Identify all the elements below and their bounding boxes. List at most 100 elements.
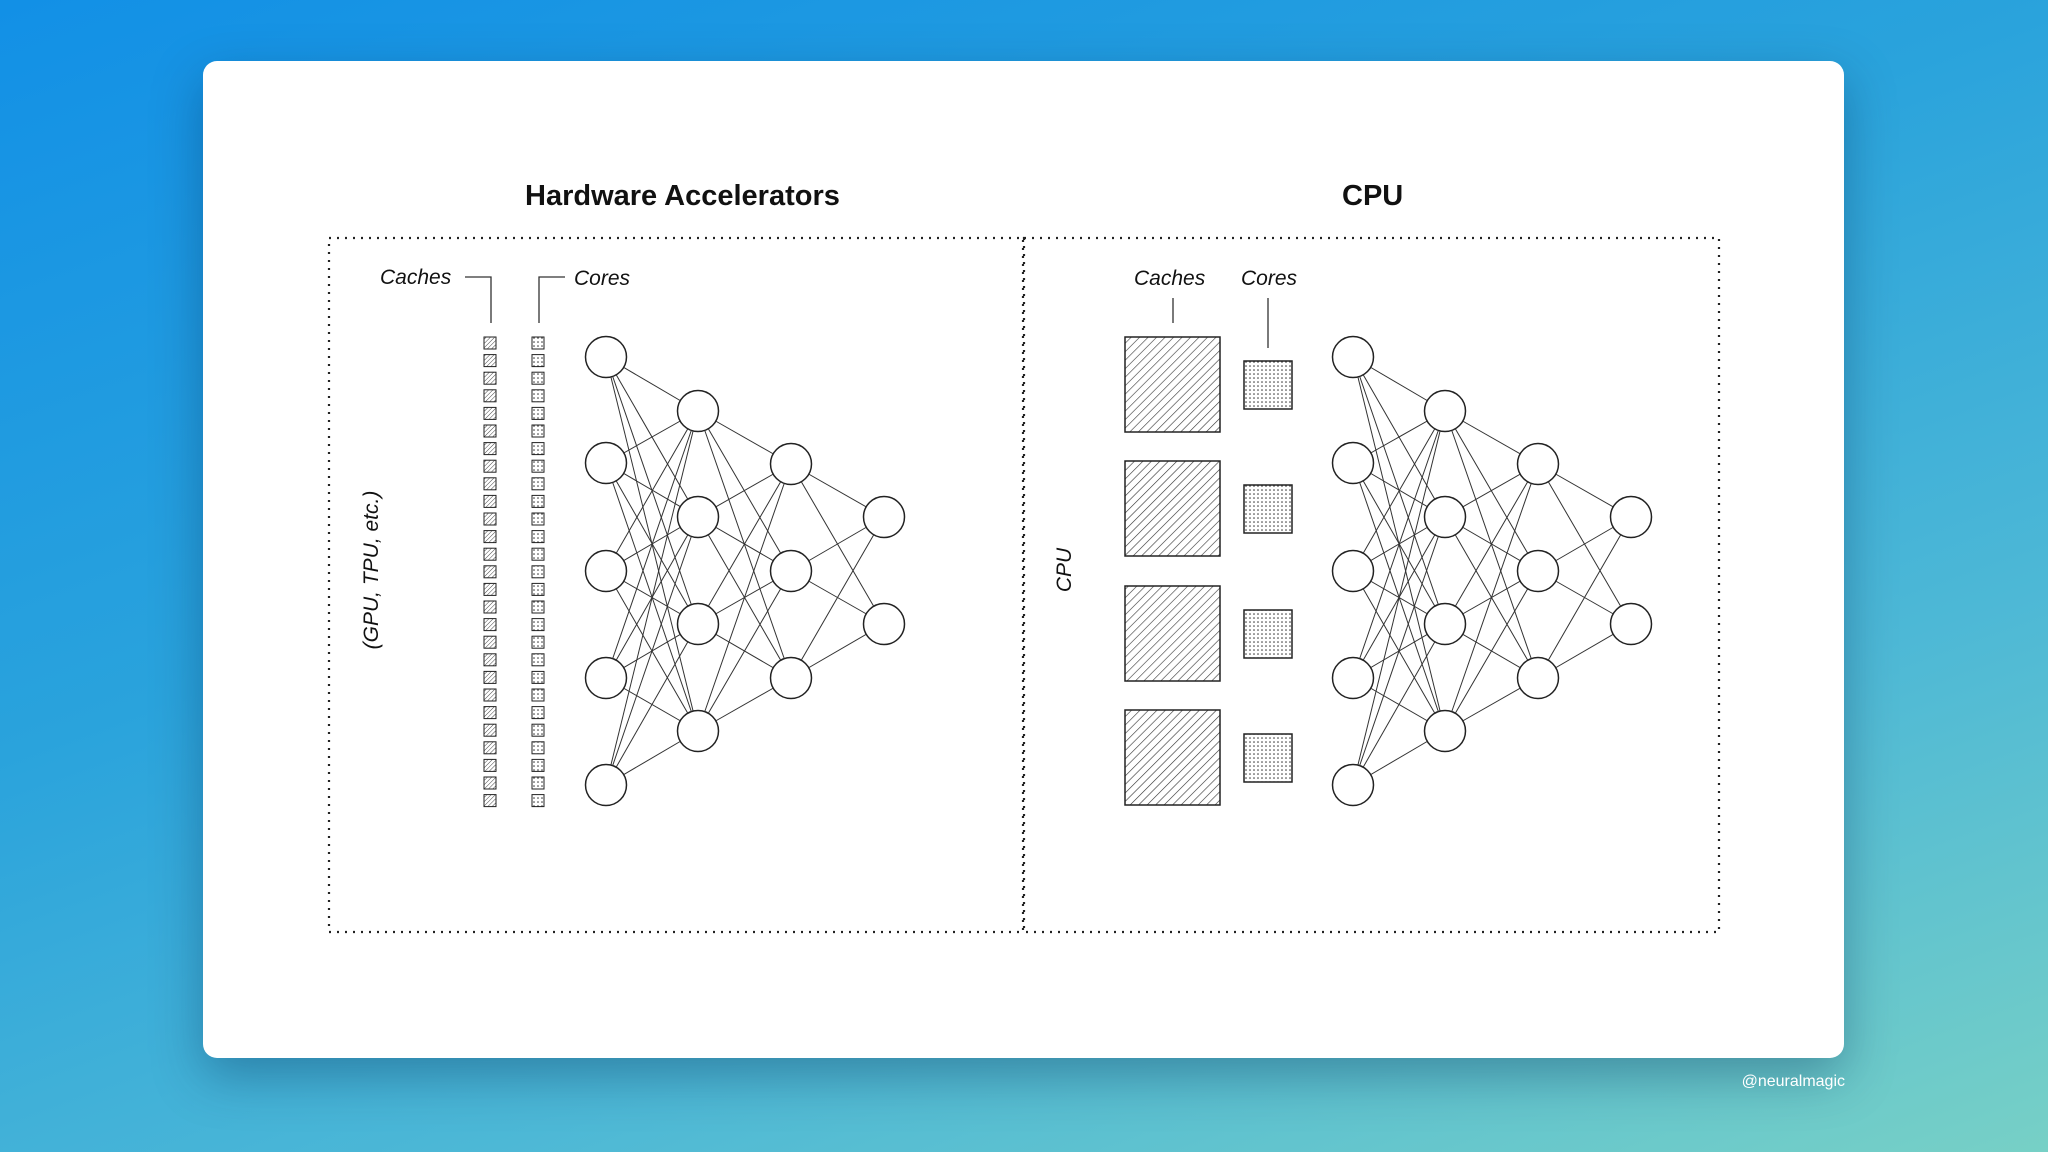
accel-core-cell <box>531 670 545 684</box>
accel-core-cell <box>531 723 545 737</box>
accel-core-cell <box>531 424 545 438</box>
network-node <box>1423 495 1467 539</box>
cpu-core-block <box>1243 733 1293 783</box>
cpu-neural-network <box>1331 335 1653 807</box>
accel-core-cell <box>531 776 545 790</box>
network-edge <box>697 463 792 732</box>
network-edge <box>697 463 792 625</box>
accel-core-cell <box>531 389 545 403</box>
accel-cache-cell <box>483 494 497 508</box>
accel-caches-leader <box>465 276 492 323</box>
accel-cache-cell <box>483 653 497 667</box>
network-edge <box>697 570 792 732</box>
accel-cores-label: Cores <box>574 267 631 290</box>
accel-side-label: (GPU, TPU, etc.) <box>360 491 383 650</box>
accel-core-cell <box>531 582 545 596</box>
accel-core-cell <box>531 706 545 720</box>
network-node <box>862 602 906 646</box>
accel-cache-cell <box>483 424 497 438</box>
accel-core-cell <box>531 371 545 385</box>
accel-cache-cell <box>483 776 497 790</box>
accel-cache-cell <box>483 477 497 491</box>
network-edge <box>605 410 699 679</box>
network-node <box>584 656 628 700</box>
network-node <box>769 442 813 486</box>
network-node <box>1331 441 1375 485</box>
network-node <box>584 335 628 379</box>
accel-cache-cell <box>483 336 497 350</box>
accel-caches-label: Caches <box>380 266 452 289</box>
network-node <box>676 389 720 433</box>
network-node <box>1516 549 1560 593</box>
network-node <box>1423 389 1467 433</box>
network-node <box>1423 602 1467 646</box>
network-node <box>1331 335 1375 379</box>
network-edge <box>605 410 699 572</box>
accel-cache-cell <box>483 530 497 544</box>
network-node <box>676 709 720 753</box>
network-edge <box>1352 410 1446 786</box>
accel-core-cell <box>531 442 545 456</box>
network-node <box>584 763 628 807</box>
accel-core-cell <box>531 741 545 755</box>
accel-core-cell <box>531 688 545 702</box>
network-edge <box>1444 463 1539 732</box>
accelerator-frame <box>327 236 1025 934</box>
accel-core-cell <box>531 406 545 420</box>
accel-cache-cell <box>483 406 497 420</box>
network-node <box>1423 709 1467 753</box>
network-node <box>1331 549 1375 593</box>
accel-core-cell <box>531 653 545 667</box>
accel-core-cell <box>531 600 545 614</box>
network-node <box>584 441 628 485</box>
cpu-side-label: CPU <box>1053 547 1076 592</box>
watermark: @neuralmagic <box>1741 1073 1845 1090</box>
network-node <box>1609 495 1653 539</box>
accel-cache-cell <box>483 354 497 368</box>
accel-core-cell <box>531 635 545 649</box>
accel-cache-cell <box>483 442 497 456</box>
network-node <box>676 602 720 646</box>
cpu-cores-label: Cores <box>1241 267 1298 290</box>
cpu-cache-core-blocks <box>1124 336 1293 806</box>
accel-neural-network <box>584 335 906 807</box>
network-node <box>769 549 813 593</box>
accel-core-cell <box>531 477 545 491</box>
network-edge <box>1352 410 1446 679</box>
network-node <box>676 495 720 539</box>
cpu-cache-block <box>1124 460 1221 557</box>
accel-cache-cell <box>483 371 497 385</box>
accel-core-cell <box>531 547 545 561</box>
accel-cache-cell <box>483 547 497 561</box>
network-edge <box>790 516 885 679</box>
accel-cache-cell <box>483 688 497 702</box>
accel-cache-column <box>483 336 497 808</box>
network-node <box>584 549 628 593</box>
accel-core-cell <box>531 512 545 526</box>
accel-cache-cell <box>483 389 497 403</box>
accel-cache-cell <box>483 582 497 596</box>
network-node <box>1609 602 1653 646</box>
cpu-cache-block <box>1124 585 1221 682</box>
network-edge <box>1352 410 1446 572</box>
accel-core-cell <box>531 354 545 368</box>
network-node <box>1516 656 1560 700</box>
cpu-core-block <box>1243 360 1293 410</box>
accel-cache-cell <box>483 670 497 684</box>
accel-cores-leader <box>538 276 565 323</box>
accel-cache-cell <box>483 459 497 473</box>
accel-cache-cell <box>483 618 497 632</box>
network-node <box>1331 763 1375 807</box>
network-node <box>1516 442 1560 486</box>
accel-cache-cell <box>483 794 497 808</box>
accel-cache-cell <box>483 723 497 737</box>
cpu-core-block <box>1243 484 1293 534</box>
accel-cache-cell <box>483 600 497 614</box>
accel-core-cell <box>531 794 545 808</box>
accel-cache-cell <box>483 512 497 526</box>
network-node <box>1331 656 1375 700</box>
accel-core-cell <box>531 530 545 544</box>
accelerators-title: Hardware Accelerators <box>525 180 840 212</box>
cpu-title: CPU <box>1342 180 1404 212</box>
